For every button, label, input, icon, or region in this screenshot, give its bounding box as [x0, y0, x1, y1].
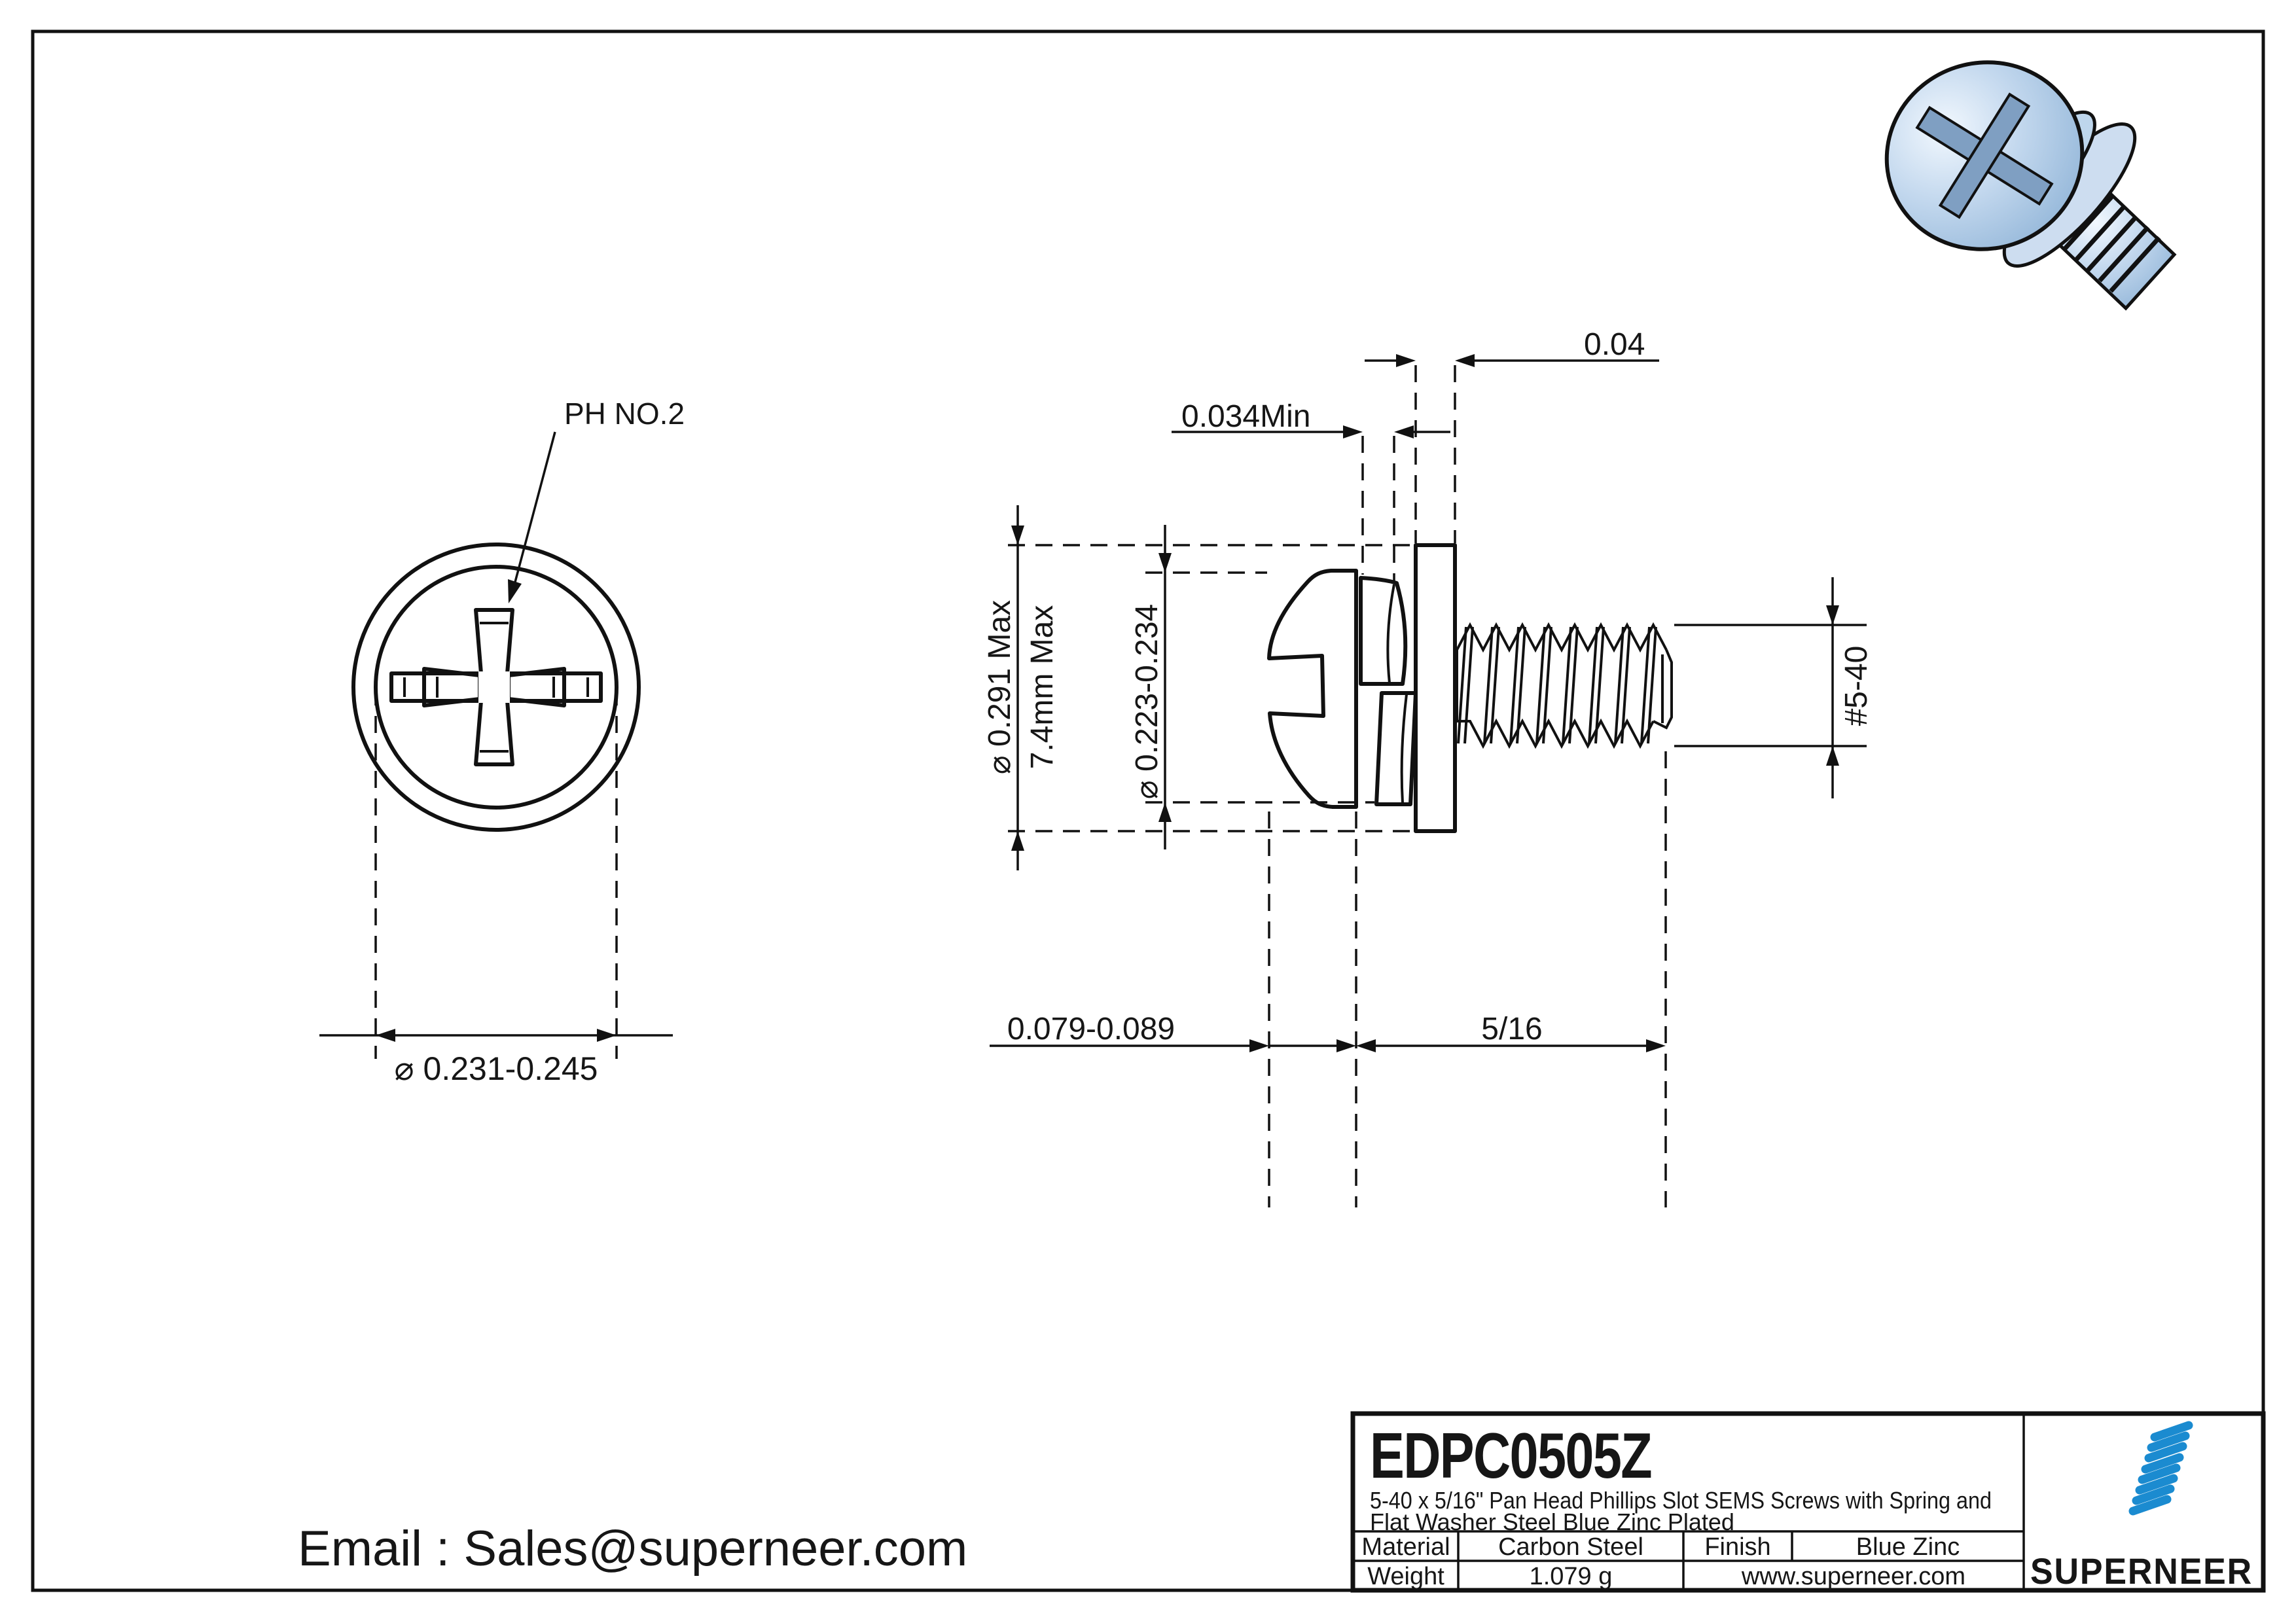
dim-spring-od-label: ⌀ 0.223-0.234: [1130, 604, 1164, 799]
weight-label: Weight: [1367, 1563, 1444, 1590]
title-block: EDPC0505Z 5-40 x 5/16" Pan Head Phillips…: [1350, 1411, 2266, 1593]
dim-spring-thickness-label: 0.034Min: [1181, 399, 1310, 434]
contact-email: Email : Sales@superneer.com: [298, 1521, 967, 1577]
dim-head-height-and-length: 0.079-0.089 5/16: [990, 1012, 1666, 1052]
description-line1: 5-40 x 5/16" Pan Head Phillips Slot SEMS…: [1370, 1487, 1992, 1514]
front-diameter-dim: ⌀ 0.231-0.245: [319, 688, 673, 1087]
dim-thread-spec: #5-40: [1674, 577, 1874, 798]
dim-thread-spec-label: #5-40: [1839, 646, 1874, 726]
website-link[interactable]: www.superneer.com: [1741, 1563, 1965, 1590]
weight-value: 1.079 g: [1530, 1563, 1613, 1590]
thread-ridges-3d: [2062, 194, 2161, 293]
front-diameter-label: ⌀ 0.231-0.245: [395, 1050, 598, 1087]
flat-washer-side: [1414, 543, 1457, 833]
spring-washer-side: [1359, 576, 1418, 806]
dim-spring-od: ⌀ 0.223-0.234: [1130, 525, 1172, 849]
dim-thread-length-label: 5/16: [1481, 1012, 1542, 1046]
phillips-recess-3d: [1915, 92, 2054, 219]
threaded-shank-side: [1456, 622, 1673, 749]
ph-callout-label: PH NO.2: [564, 397, 685, 431]
front-view: PH NO.2 ⌀ 0.231-0.245: [319, 397, 685, 1087]
dim-washer-od-mm-label: 7.4mm Max: [1025, 605, 1060, 770]
dim-head-height-label: 0.079-0.089: [1007, 1012, 1175, 1046]
finish-value: Blue Zinc: [1856, 1533, 1960, 1561]
phillips-cross-front: [422, 608, 566, 766]
head-outer-circle: [351, 543, 641, 832]
screw-3d-render: [1884, 60, 2177, 311]
description-line2: Flat Washer Steel Blue Zinc Plated: [1370, 1508, 1734, 1535]
dim-washer-od-inch-label: ⌀ 0.291 Max: [982, 600, 1017, 774]
ph-callout: PH NO.2: [508, 397, 685, 603]
brand-name: SUPERNEER: [2030, 1550, 2253, 1592]
superneer-logo-icon: [2128, 1421, 2193, 1516]
material-label: Material: [1361, 1533, 1450, 1561]
part-number: EDPC0505Z: [1370, 1419, 1651, 1491]
finish-label: Finish: [1704, 1533, 1770, 1561]
dim-washer-thickness-label: 0.04: [1584, 327, 1645, 362]
pan-head-side: [1267, 569, 1358, 809]
sheet-border: [31, 29, 2265, 1592]
extension-lines: [1008, 365, 1667, 1207]
material-value: Carbon Steel: [1498, 1533, 1643, 1561]
head-inner-circle: [374, 565, 619, 810]
dim-spring-thickness: 0.034Min: [1172, 399, 1450, 438]
side-view: 0.04 0.034Min ⌀ 0.291 Max 7.4mm Max ⌀ 0.…: [982, 327, 1874, 1207]
dim-washer-thickness: 0.04: [1365, 327, 1659, 367]
dim-flat-washer-od: ⌀ 0.291 Max 7.4mm Max: [982, 505, 1060, 870]
